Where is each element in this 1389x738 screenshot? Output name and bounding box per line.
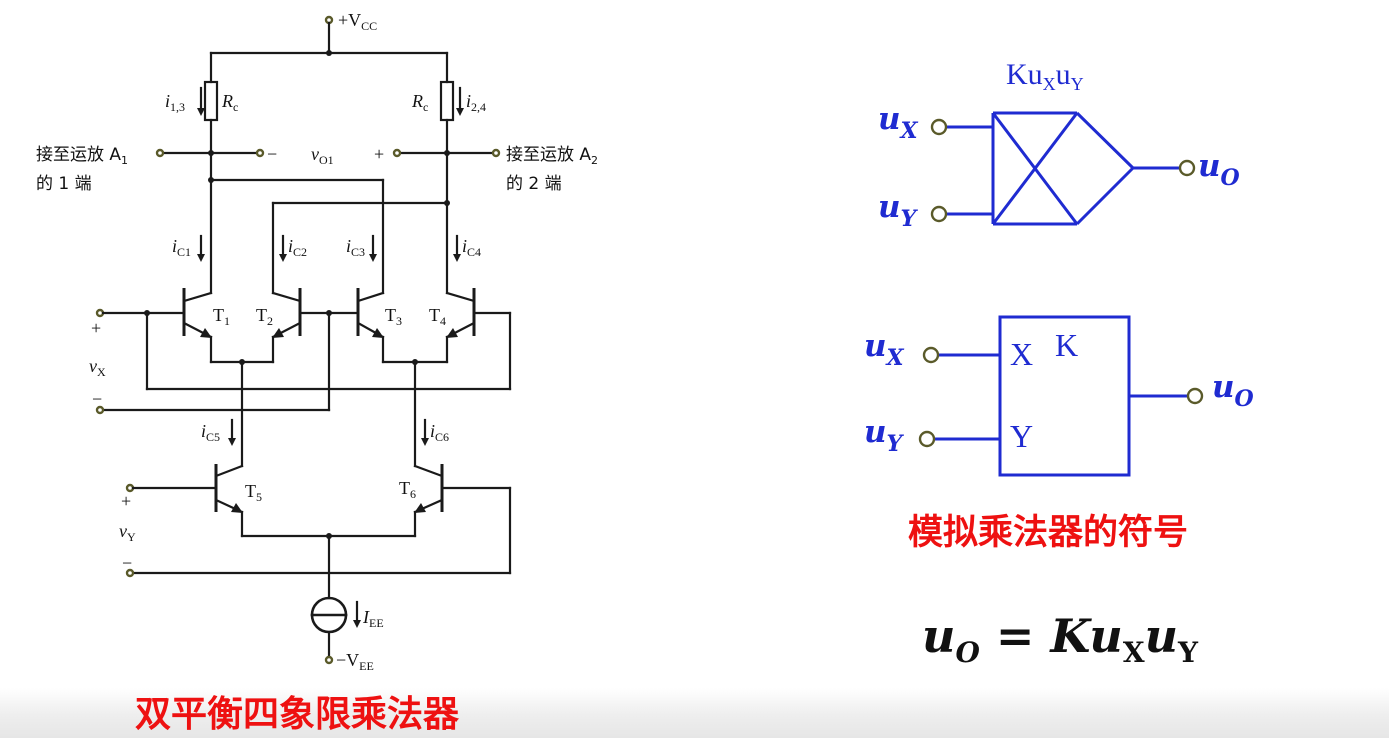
- vx-minus-terminal: [95, 405, 105, 415]
- resistor-rc-left: [203, 80, 219, 122]
- symbol2-input-x-terminal: [922, 346, 940, 364]
- symbol1-input-x-terminal: [930, 118, 948, 136]
- symbol1-input-y-label: uY: [878, 189, 919, 232]
- ic3-label: iC3: [346, 236, 365, 259]
- vo1-label: vO1: [311, 144, 334, 167]
- transistor-t1: [182, 288, 213, 364]
- t2-label: T2: [256, 305, 273, 328]
- vy-minus-terminal: [125, 568, 135, 578]
- circuit-diagram: +VCC i1,3 Rc Rc i2,4 接至运放 A1 的 1 端 接至运放 …: [36, 10, 598, 735]
- left-connection-label-line1: 接至运放 A1: [36, 145, 128, 167]
- transistor-t5: [214, 464, 244, 538]
- symbol2-output-terminal: [1186, 387, 1204, 405]
- vy-plus-sign: +: [121, 491, 131, 511]
- t4-label: T4: [429, 305, 446, 328]
- rc-left-label: Rc: [221, 91, 238, 114]
- transistor-t6: [413, 464, 444, 538]
- symbol-caption: 模拟乘法器的符号: [908, 513, 1188, 553]
- right-connection-label-line1: 接至运放 A2: [506, 145, 598, 167]
- right-output-terminal: [491, 148, 501, 158]
- vx-plus-sign: +: [91, 318, 101, 338]
- ic1-label: iC1: [172, 236, 191, 259]
- ic5-label: iC5: [201, 421, 220, 444]
- vee-label: −VEE: [336, 650, 374, 673]
- symbol2-x-label: X: [1010, 336, 1033, 372]
- left-connection-label-line2: 的 1 端: [36, 174, 92, 194]
- vo1-plus-terminal: [392, 148, 402, 158]
- transistor-t2: [271, 288, 302, 364]
- vee-terminal: [324, 655, 334, 665]
- right-connection-label-line2: 的 2 端: [506, 174, 562, 194]
- rc-right-label: Rc: [411, 91, 428, 114]
- vo1-plus-sign: +: [374, 144, 384, 164]
- vx-label: vX: [89, 356, 106, 379]
- i24-label: i2,4: [466, 91, 486, 114]
- symbol1-input-x-label: uX: [878, 101, 919, 144]
- ic4-label: iC4: [462, 236, 481, 259]
- multiplier-symbol-gate: KuXuY uX uY uO: [878, 58, 1240, 232]
- symbol2-input-y-label: uY: [864, 414, 905, 457]
- transistor-t3: [356, 288, 385, 364]
- left-output-terminal: [155, 148, 165, 158]
- t5-label: T5: [245, 481, 262, 504]
- symbol2-output-label: uO: [1212, 369, 1254, 412]
- t6-label: T6: [399, 478, 416, 501]
- multiplier-symbol-box: X K Y uX uY uO: [864, 315, 1254, 477]
- multiplier-formula: uO = KuXuY: [922, 609, 1199, 669]
- iee-label: IEE: [362, 607, 384, 630]
- symbol2-k-label: K: [1055, 327, 1078, 363]
- vx-minus-sign: −: [92, 389, 102, 409]
- symbol1-output-label: uO: [1198, 148, 1240, 191]
- vy-label: vY: [119, 521, 136, 544]
- current-source-iee: [310, 596, 348, 634]
- t3-label: T3: [385, 305, 402, 328]
- vo1-minus-terminal: [255, 148, 265, 158]
- symbol1-output-terminal: [1178, 159, 1196, 177]
- symbol2-input-y-terminal: [918, 430, 936, 448]
- vy-minus-sign: −: [122, 553, 132, 573]
- ic6-label: iC6: [430, 421, 449, 444]
- circuit-title: 双平衡四象限乘法器: [135, 694, 460, 735]
- vo1-minus-sign: −: [267, 144, 277, 164]
- symbol2-y-label: Y: [1010, 418, 1033, 454]
- symbol1-input-y-terminal: [930, 205, 948, 223]
- symbol2-input-x-label: uX: [864, 328, 905, 371]
- vcc-label: +VCC: [338, 10, 377, 33]
- i13-label: i1,3: [165, 91, 185, 114]
- t1-label: T1: [213, 305, 230, 328]
- symbol1-top-label: KuXuY: [1006, 58, 1084, 94]
- ic2-label: iC2: [288, 236, 307, 259]
- resistor-rc-right: [439, 80, 455, 122]
- transistor-t4: [445, 288, 476, 364]
